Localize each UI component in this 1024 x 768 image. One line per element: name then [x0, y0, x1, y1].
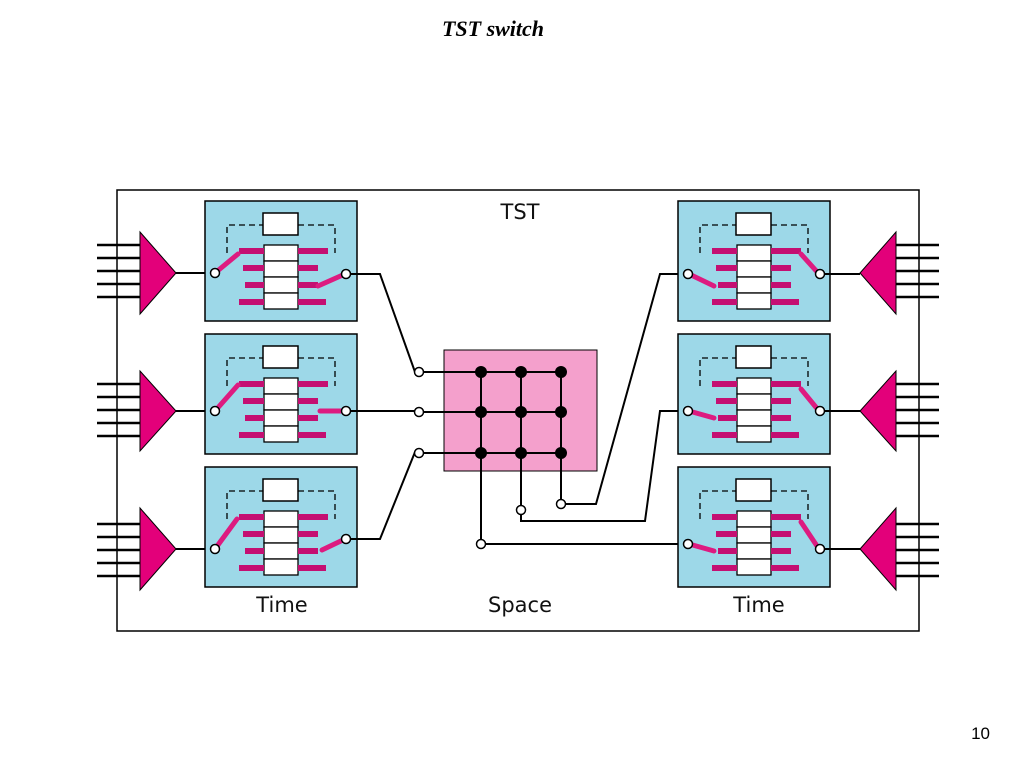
- left-time-label: Time: [255, 593, 307, 617]
- frame-label: TST: [500, 200, 540, 224]
- multiplexer-3: [139, 506, 177, 592]
- multiplexer-2: [139, 369, 177, 453]
- input-multiplexers: [139, 230, 177, 592]
- crossbar-to-tsi-links: [486, 273, 683, 545]
- slide-title: TST switch: [441, 16, 545, 41]
- output-lines: [896, 243, 939, 578]
- right-switch-contacts: [682, 268, 826, 555]
- left-switch-contacts: [209, 267, 352, 555]
- tsi-left-3: [204, 466, 358, 588]
- crosspoints: [475, 366, 567, 459]
- crossbar-input-terminals: [413, 366, 425, 459]
- crossbar-output-terminals: [475, 498, 567, 550]
- output-demultiplexers: [859, 230, 897, 592]
- space-label: Space: [488, 593, 552, 617]
- multiplexer-1: [139, 230, 177, 316]
- page-number: 10: [971, 724, 990, 743]
- right-time-label: Time: [732, 593, 784, 617]
- demultiplexer-1: [859, 230, 897, 316]
- tsi-to-crossbar-links: [351, 273, 416, 540]
- input-lines: [97, 243, 140, 578]
